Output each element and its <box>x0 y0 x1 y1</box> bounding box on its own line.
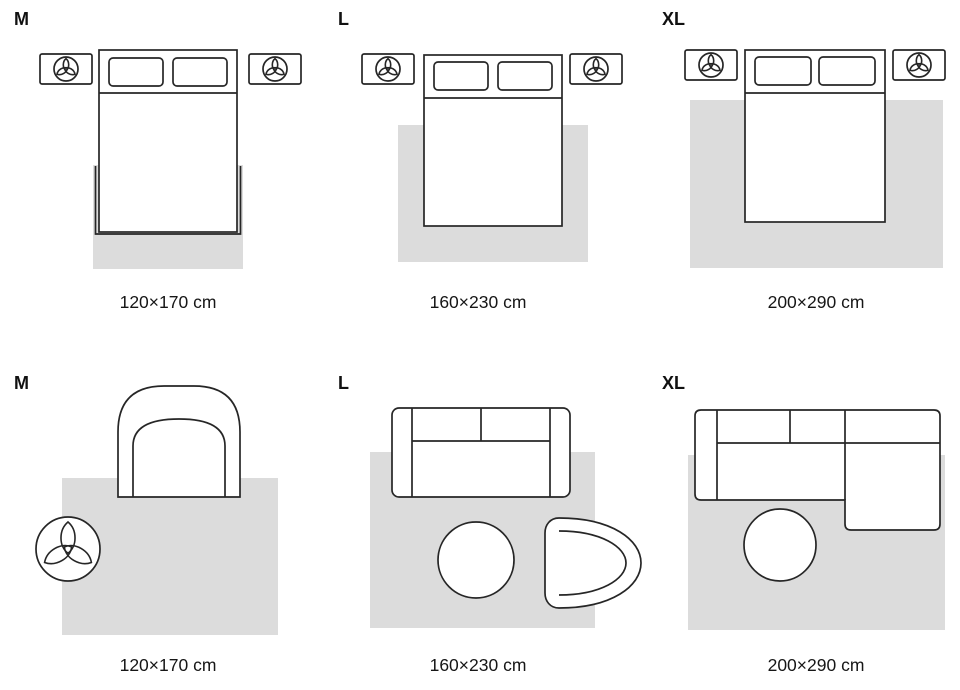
plant-icon <box>35 516 101 582</box>
pillow <box>818 56 876 86</box>
dimensions-bedroom-m: 120×170 cm <box>119 292 217 312</box>
dimensions-bedroom-xl: 200×290 cm <box>767 292 865 312</box>
coffee-table <box>743 508 817 582</box>
pillow <box>433 61 489 91</box>
armchair-seat-line <box>558 530 627 596</box>
living-room-xl-scene <box>688 409 945 630</box>
living-room-m-scene <box>35 385 278 635</box>
size-label-living-room-xl: XL <box>662 373 686 393</box>
living-room-l-scene <box>370 407 642 628</box>
dimensions-living-room-xl: 200×290 cm <box>767 655 865 675</box>
plant-icon <box>906 52 932 78</box>
sectional-sofa <box>694 409 941 531</box>
coffee-table <box>437 521 515 599</box>
plant-icon <box>583 56 609 82</box>
pillow <box>754 56 812 86</box>
size-label-living-room-l: L <box>338 373 349 393</box>
pillow <box>497 61 553 91</box>
plant-icon <box>262 56 288 82</box>
bedroom-xl-scene <box>684 49 946 268</box>
size-label-living-room-m: M <box>14 373 29 393</box>
armchair-seat-line <box>132 418 226 497</box>
plant-icon <box>698 52 724 78</box>
size-label-bedroom-l: L <box>338 9 349 29</box>
bedroom-l-scene <box>361 53 623 262</box>
size-label-bedroom-m: M <box>14 9 29 29</box>
bed-footboard <box>94 166 242 235</box>
pillow <box>108 57 164 87</box>
armchair <box>544 517 642 609</box>
size-label-bedroom-xl: XL <box>662 9 686 29</box>
bedroom-m-scene <box>39 49 302 269</box>
plant-icon <box>375 56 401 82</box>
dimensions-living-room-m: 120×170 cm <box>119 655 217 675</box>
dimensions-bedroom-l: 160×230 cm <box>429 292 527 312</box>
dimensions-living-room-l: 160×230 cm <box>429 655 527 675</box>
pillow <box>172 57 228 87</box>
plant-icon <box>53 56 79 82</box>
armchair <box>117 385 241 498</box>
